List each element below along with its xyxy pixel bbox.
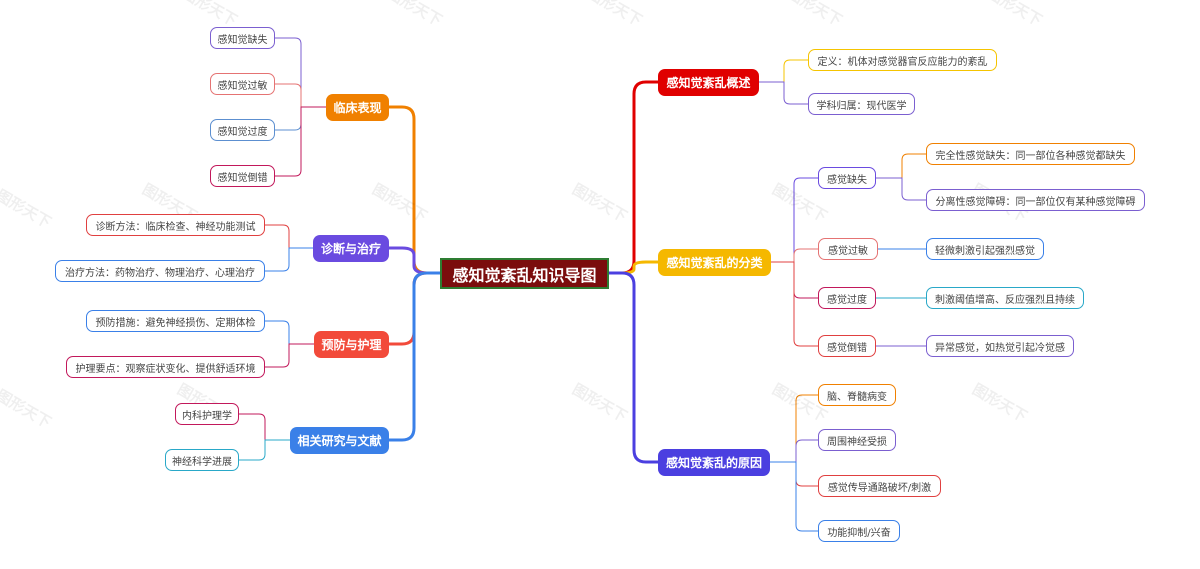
leaf-prevention-measures[interactable]: 预防措施：避免神经损伤、定期体检 bbox=[86, 310, 265, 332]
connector-loss-1 bbox=[876, 177, 926, 201]
leaf-research-nursing[interactable]: 内科护理学 bbox=[175, 403, 239, 425]
branch-prevention[interactable]: 预防与护理 bbox=[314, 331, 389, 358]
leaf-causes-pathway[interactable]: 感觉传导通路破坏/刺激 bbox=[818, 475, 941, 497]
leaf-treatment-method[interactable]: 治疗方法：药物治疗、物理治疗、心理治疗 bbox=[55, 260, 265, 282]
connector-root-overview bbox=[609, 80, 658, 275]
connector-root-classification bbox=[609, 260, 658, 275]
root-topic[interactable]: 感知觉紊乱知识导图 bbox=[440, 258, 609, 289]
leaf-excess-desc[interactable]: 刺激阈值增高、反应强烈且持续 bbox=[926, 287, 1084, 309]
leaf-clinical-excess[interactable]: 感知觉过度 bbox=[210, 119, 275, 141]
connector-causes-3 bbox=[770, 461, 818, 532]
connector-clinical-3 bbox=[275, 106, 326, 177]
connector-research-1 bbox=[239, 439, 290, 461]
connector-diagnosis-0 bbox=[265, 224, 313, 249]
branch-diagnosis[interactable]: 诊断与治疗 bbox=[313, 235, 389, 262]
leaf-diagnosis-method[interactable]: 诊断方法：临床检查、神经功能测试 bbox=[86, 214, 265, 236]
connector-prevention-0 bbox=[265, 320, 314, 345]
connector-causes-2 bbox=[770, 461, 818, 487]
branch-classification[interactable]: 感知觉紊乱的分类 bbox=[658, 249, 771, 276]
connector-causes-1 bbox=[770, 439, 818, 463]
branch-research[interactable]: 相关研究与文献 bbox=[290, 427, 389, 454]
connector-class-inversion bbox=[771, 261, 818, 347]
leaf-overview-definition[interactable]: 定义：机体对感觉器官反应能力的紊乱 bbox=[808, 49, 997, 71]
node-class-excess[interactable]: 感觉过度 bbox=[818, 287, 876, 309]
connector-research-0 bbox=[239, 413, 290, 441]
connector-root-causes bbox=[609, 271, 658, 464]
leaf-causes-nerve[interactable]: 周围神经受损 bbox=[818, 429, 896, 451]
leaf-overview-discipline[interactable]: 学科归属：现代医学 bbox=[808, 93, 915, 115]
connector-clinical-1 bbox=[275, 83, 326, 108]
branch-clinical[interactable]: 临床表现 bbox=[326, 94, 389, 121]
connector-prevention-1 bbox=[265, 343, 314, 368]
connector-loss-0 bbox=[876, 153, 926, 179]
leaf-loss-complete[interactable]: 完全性感觉缺失：同一部位各种感觉都缺失 bbox=[926, 143, 1135, 165]
connector-root-research bbox=[389, 271, 440, 442]
leaf-research-neuro[interactable]: 神经科学进展 bbox=[165, 449, 239, 471]
connector-diagnosis-1 bbox=[265, 247, 313, 272]
branch-causes[interactable]: 感知觉紊乱的原因 bbox=[658, 449, 770, 476]
node-class-inversion[interactable]: 感觉倒错 bbox=[818, 335, 876, 357]
connector-root-diagnosis bbox=[389, 246, 440, 275]
connector-class-hyper bbox=[771, 248, 818, 263]
node-class-loss[interactable]: 感觉缺失 bbox=[818, 167, 876, 189]
leaf-loss-dissociated[interactable]: 分离性感觉障碍：同一部位仅有某种感觉障碍 bbox=[926, 189, 1145, 211]
connector-overview-0 bbox=[759, 59, 808, 83]
leaf-nursing-points[interactable]: 护理要点：观察症状变化、提供舒适环境 bbox=[66, 356, 265, 378]
leaf-clinical-loss[interactable]: 感知觉缺失 bbox=[210, 27, 275, 49]
connector-clinical-0 bbox=[275, 37, 326, 108]
leaf-causes-function[interactable]: 功能抑制/兴奋 bbox=[818, 520, 900, 542]
node-class-hypersensitivity[interactable]: 感觉过敏 bbox=[818, 238, 878, 260]
leaf-clinical-hyper[interactable]: 感知觉过敏 bbox=[210, 73, 275, 95]
leaf-hyper-desc[interactable]: 轻微刺激引起强烈感觉 bbox=[926, 238, 1044, 260]
connector-overview-1 bbox=[759, 81, 808, 105]
leaf-causes-brain[interactable]: 脑、脊髓病变 bbox=[818, 384, 896, 406]
connector-causes-0 bbox=[770, 394, 818, 463]
leaf-clinical-inversion[interactable]: 感知觉倒错 bbox=[210, 165, 275, 187]
branch-overview[interactable]: 感知觉紊乱概述 bbox=[658, 69, 759, 96]
leaf-inversion-desc[interactable]: 异常感觉，如热觉引起冷觉感 bbox=[926, 335, 1074, 357]
connector-class-loss bbox=[771, 177, 818, 263]
